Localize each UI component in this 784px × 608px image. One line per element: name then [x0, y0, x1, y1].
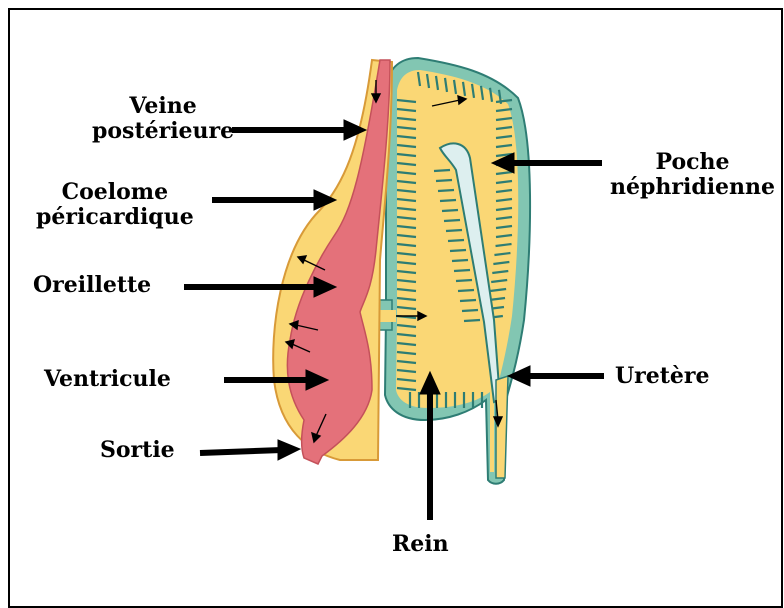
label-veine-line1: Veine: [92, 94, 234, 119]
label-sortie: Sortie: [100, 438, 175, 463]
label-oreillette: Oreillette: [33, 273, 151, 298]
label-uretere: Uretère: [615, 364, 710, 389]
label-coelome-line2: péricardique: [36, 205, 194, 230]
arrow-sortie: [200, 450, 282, 453]
label-poche-line1: Poche: [610, 150, 775, 175]
label-coelome-pericardique: Coelome péricardique: [36, 180, 194, 230]
label-veine-line2: postérieure: [92, 119, 234, 144]
label-rein: Rein: [392, 532, 449, 557]
label-veine-posterieure: Veine postérieure: [92, 94, 234, 144]
label-poche-line2: néphridienne: [610, 175, 775, 200]
label-coelome-line1: Coelome: [36, 180, 194, 205]
label-ventricule: Ventricule: [44, 367, 171, 392]
label-poche-nephridienne: Poche néphridienne: [610, 150, 775, 200]
